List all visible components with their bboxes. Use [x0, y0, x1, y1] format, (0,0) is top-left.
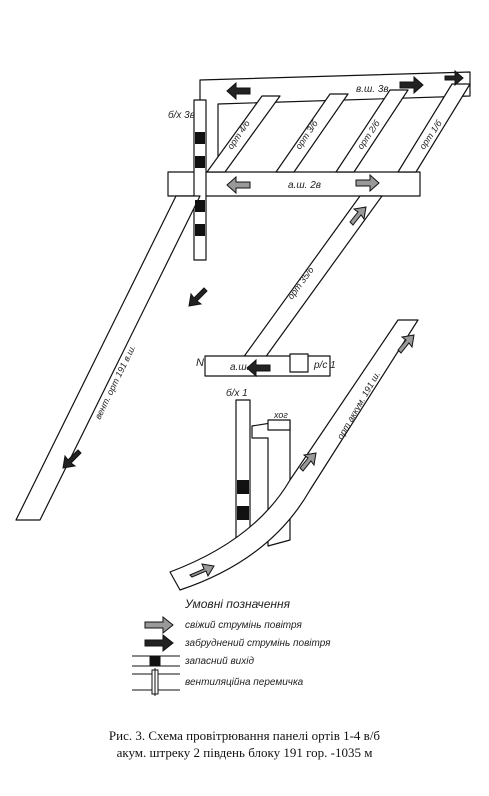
legend-label-exhaust: забруднений струмінь повітря [184, 637, 331, 649]
fresh-air-arrow [299, 452, 317, 472]
ort-3b [275, 93, 349, 173]
ort-2b [335, 89, 409, 173]
emergency-exit-hatching [195, 132, 249, 520]
exhaust-air-arrow [144, 633, 174, 653]
ort-35b [239, 195, 383, 363]
caption-line-2: акум. штреку 2 південь блоку 191 гор. -1… [116, 745, 373, 760]
exhaust-air-arrow [226, 81, 251, 101]
fresh-air-arrow [189, 563, 215, 578]
exhaust-air-arrow [399, 75, 424, 95]
exhaust-air-arrow [444, 69, 464, 87]
label-ash1: а.ш. 1в [230, 362, 263, 373]
legend-symbols [132, 615, 180, 696]
label-bx1: б/х 1 [226, 387, 248, 399]
figure-caption: Рис. 3. Схема провітрювання панелі ортів… [0, 727, 489, 761]
legend-label-exit: запасний вихід [184, 656, 254, 667]
exhaust-air-arrow [188, 287, 208, 307]
vent-ort [15, 195, 201, 521]
caption-line-1: Рис. 3. Схема провітрювання панелі ортів… [108, 728, 381, 743]
fresh-air-arrow [397, 334, 415, 354]
ort-akum [169, 319, 419, 591]
emergency-exit-symbol [132, 655, 180, 667]
ventilation-bulkhead-symbol [132, 668, 180, 696]
exhaust-air-arrow [246, 358, 271, 378]
ort-4b [206, 95, 281, 173]
label-bx3: б/х 3в [168, 109, 195, 121]
label-ash2: а.ш. 2в [288, 180, 321, 191]
xog-box [267, 419, 291, 431]
fresh-air-arrow [349, 206, 367, 226]
legend-title: Умовні позначення [185, 597, 290, 611]
label-xog: хог [273, 410, 288, 420]
fresh-air-arrow [144, 615, 174, 635]
fresh-air-arrow [355, 173, 380, 193]
exhaust-air-arrow [62, 449, 82, 469]
air-arrows [62, 69, 464, 578]
label-vsh3: в.ш. 3в [356, 84, 389, 95]
label-north: N [196, 357, 204, 369]
legend-label-fresh: свіжий струмінь повітря [185, 620, 302, 631]
legend-label-bulkhead: вентиляційна перемичка [185, 677, 304, 688]
label-ps1: р/с 1 [313, 360, 336, 371]
ps1-box [289, 353, 309, 373]
fresh-air-arrow [226, 175, 251, 195]
bx1-shaft [235, 399, 251, 551]
ort-1b [397, 83, 471, 173]
